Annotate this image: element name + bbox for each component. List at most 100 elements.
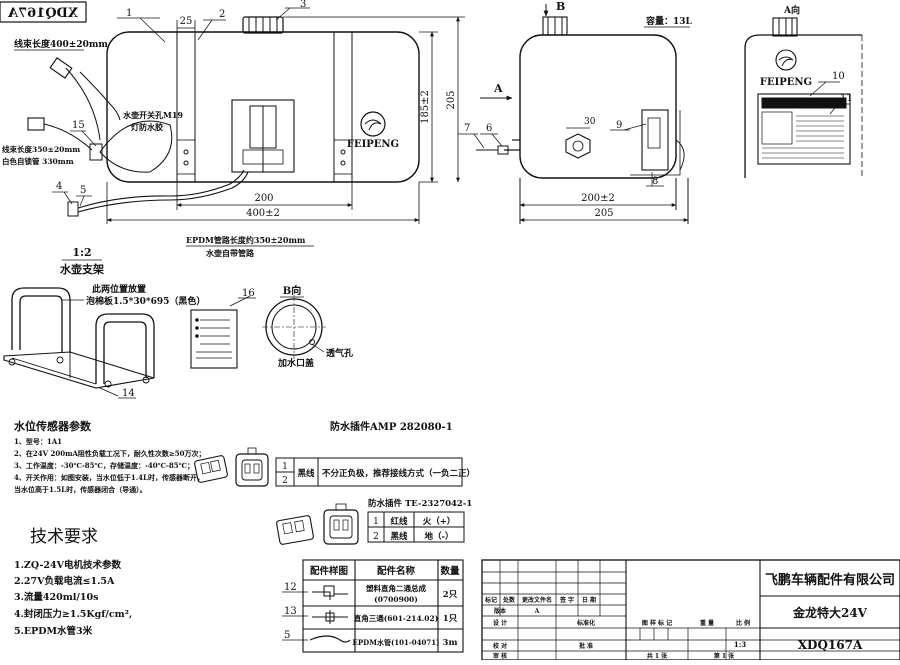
callout-6: 6 [486,123,492,134]
dim-185: 185±2 [420,90,431,124]
dim-400: 400±2 [246,208,280,219]
tb-mark: 标记 [484,596,497,604]
callout-12: 12 [284,582,297,593]
side-dim-205: 205 [594,208,613,219]
sensor-line-5: 当水位高于1.5L时，传感器闭合（导通）。 [14,485,147,494]
connector-1-note: 不分正负极，推荐接线方式（一负二正） [322,468,475,479]
sensor-line-3: 3、工作温度：-30℃-85℃，存储温度：-40℃-85℃； [14,461,194,470]
side-callout-leaders [458,123,664,187]
tb-version: 版本 [493,607,507,615]
tb-standard: 标准化 [576,619,595,627]
tb-page: 第 1 张 [713,652,735,660]
connector-1-wire: 黑线 [297,468,315,479]
tb-date: 日 期 [582,596,596,604]
bracket-note-1: 此两位置放置 [92,283,146,295]
connector-1-table [275,457,463,487]
tb-drawing-mark: 图 样 标 记 [642,619,672,627]
side-tank-outline [519,34,677,179]
label-card [190,295,256,369]
title-block-grid [481,559,900,661]
tb-sheet: 共 1 张 [647,652,668,660]
b-view-cap [262,295,326,359]
note-sensor-harness-2: 白色自锁管 330mm [2,156,74,166]
tech-req-line-4: 4.封闭压力≥1.5Kgf/cm², [14,608,132,620]
callout-3: 3 [300,0,306,10]
callout-13: 13 [284,606,297,617]
a-view-title: A向 [783,4,800,16]
parts-header-image: 配件样图 [310,565,348,577]
tb-count: 处数 [502,596,516,604]
part-13-name: 直角三通(601-214.02) [354,613,439,623]
connector-2-drawing [276,503,359,545]
dim-200: 200 [254,193,273,204]
tb-product: 金龙特大24V [792,605,868,620]
mirrored-code-text: XDQ167A [7,6,78,21]
tb-check: 校 对 [493,642,507,650]
bracket-drawing [3,287,155,399]
callout-2: 2 [219,9,225,20]
part-icons [309,585,351,643]
a-view-logo-text: FEIPENG [760,77,812,88]
callout-5: 5 [80,185,86,196]
connector-1-row-1-num: 1 [282,462,288,472]
note-tank-label-1: 水壶开关孔M19 [122,110,183,120]
callout-7: 7 [464,123,470,134]
b-view-title: B向 [283,284,301,297]
part-5-name: EPDM水管(101-04071) [353,638,440,647]
connector-2-row-1-pole: 火（+） [423,516,456,527]
part-12-name-2: (0700900) [374,595,418,604]
bracket-title: 水壶支架 [60,262,104,276]
connector-1-title: 防水插件AMP 282080-1 [330,420,453,433]
side-dim-200: 200±2 [581,193,615,204]
connector-2-row-1-num: 1 [373,517,379,527]
connector-1-row-2-num: 2 [282,476,288,486]
front-callout-leaders [52,7,310,207]
callout-16: 16 [242,288,255,299]
tb-ratio: 比 例 [736,619,750,627]
note-epdm-1: EPDM管路长度约350±20mm [186,235,306,245]
sensor-line-4: 4、开关作用：如图安装，当水位低于1.4L时，传感器断开， [14,473,204,482]
note-tank-label-2: 灯防水胶 [131,122,163,132]
tech-req-line-5: 5.EPDM水管3米 [14,625,93,637]
front-dimensions [106,16,465,224]
front-view [27,16,420,217]
tech-req-line-2: 2.27V负载电流≤1.5A [14,575,115,587]
mirrored-code-box: XDQ167A [0,1,87,23]
front-logo-text: FEIPENG [347,139,399,150]
bracket-scale: 1:2 [72,246,91,259]
label-plate [757,93,851,165]
callout-11: 11 [840,93,853,104]
note-harness: 线束长度400±20mm [14,38,108,50]
side-dim-30: 30 [584,117,596,127]
connector-2-row-2-num: 2 [373,532,379,542]
callout-14: 14 [122,388,135,399]
tb-code: XDQ167A [798,638,863,652]
callout-10: 10 [832,71,845,82]
side-view-a-marker: A [493,82,503,95]
callout-15: 15 [72,120,85,131]
callout-5-parts: 5 [284,630,290,641]
tb-company: 飞鹏车辆配件有限公司 [765,572,895,588]
connector-2-row-2-pole: 地（-） [424,531,453,542]
callout-9: 9 [616,120,622,131]
parts-header-qty: 数量 [439,565,460,577]
tb-version-val: A [534,608,540,615]
sensor-params-title: 水位传感器参数 [14,419,92,433]
part-13-qty: 1只 [443,614,458,624]
tb-approve: 批 准 [579,642,593,650]
tech-req-title: 技术要求 [30,527,98,547]
tb-scale: 1:3 [734,640,746,649]
part-12-name-1: 塑料直角二通总成 [366,583,426,593]
dim-25: 25 [180,16,193,27]
callout-4: 4 [56,181,62,192]
parts-callout-leaders [282,591,308,641]
sensor-line-2: 2、在24V 200mA阻性负载工况下，耐久性次数≥50万次； [14,449,206,458]
fill-cap-label: 加水口盖 [277,357,314,369]
parts-table-grid [302,559,464,653]
tb-review: 审 核 [493,652,507,660]
callout-8: 8 [652,176,658,187]
note-epdm-2: 水壶自带管路 [205,248,255,258]
brand-logo-circle [360,111,386,137]
tech-req-line-1: 1.ZQ-24V电机技术参数 [14,559,122,571]
